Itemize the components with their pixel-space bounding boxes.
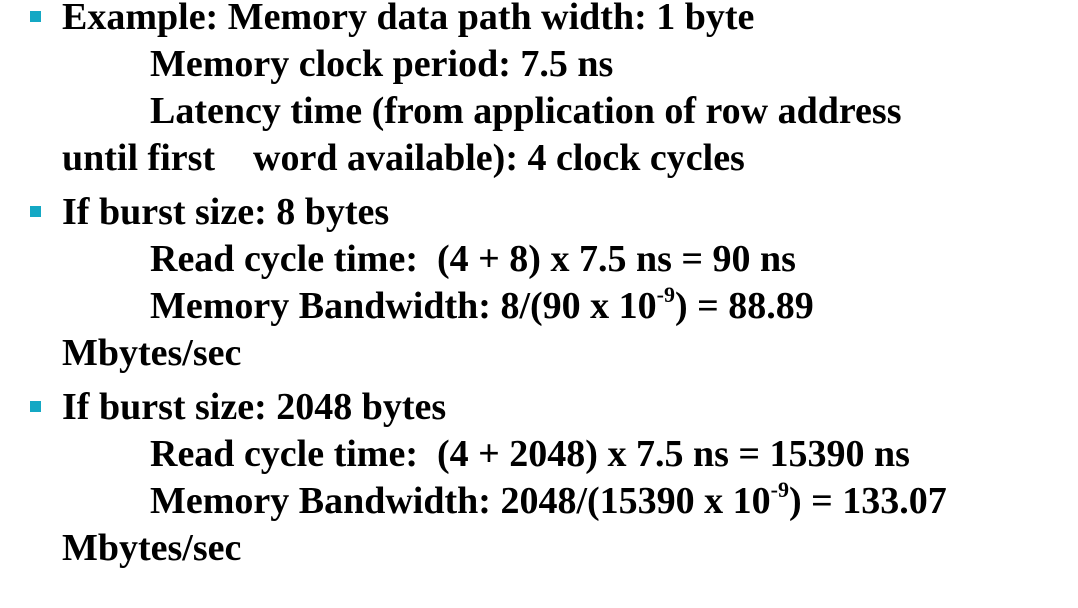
bullet-1-line-4: until first word available): 4 clock cyc… bbox=[62, 137, 745, 179]
bullet-3-line-1: If burst size: 2048 bytes bbox=[62, 386, 447, 428]
bandwidth-exponent: -9 bbox=[770, 477, 789, 502]
bullet-2-continuation: Mbytes/sec bbox=[62, 332, 242, 374]
bullet-3-continuation: Mbytes/sec bbox=[62, 527, 242, 569]
bullet-1-line-2: Memory clock period: 7.5 ns bbox=[150, 43, 614, 85]
bandwidth-exponent: -9 bbox=[656, 282, 675, 307]
bullet-2-bandwidth: Memory Bandwidth: 8/(90 x 10-9) = 88.89 bbox=[150, 283, 814, 329]
bullet-square-icon bbox=[30, 401, 41, 412]
bullet-1-line-3: Latency time (from application of row ad… bbox=[150, 90, 902, 132]
bullet-3-bandwidth: Memory Bandwidth: 2048/(15390 x 10-9) = … bbox=[150, 478, 947, 524]
bullet-2-line-1: If burst size: 8 bytes bbox=[62, 191, 390, 233]
bullet-square-icon bbox=[30, 206, 41, 217]
bandwidth-prefix: Memory Bandwidth: 8/(90 x 10 bbox=[150, 285, 657, 327]
bullet-1-line-1: Example: Memory data path width: 1 byte bbox=[62, 0, 755, 38]
bullet-2-line-2: Read cycle time: (4 + 8) x 7.5 ns = 90 n… bbox=[150, 238, 796, 280]
bullet-3-line-2: Read cycle time: (4 + 2048) x 7.5 ns = 1… bbox=[150, 433, 910, 475]
bullet-square-icon bbox=[30, 11, 41, 22]
bandwidth-prefix: Memory Bandwidth: 2048/(15390 x 10 bbox=[150, 480, 771, 522]
bandwidth-suffix: ) = 133.07 bbox=[788, 480, 947, 522]
bandwidth-suffix: ) = 88.89 bbox=[674, 285, 814, 327]
